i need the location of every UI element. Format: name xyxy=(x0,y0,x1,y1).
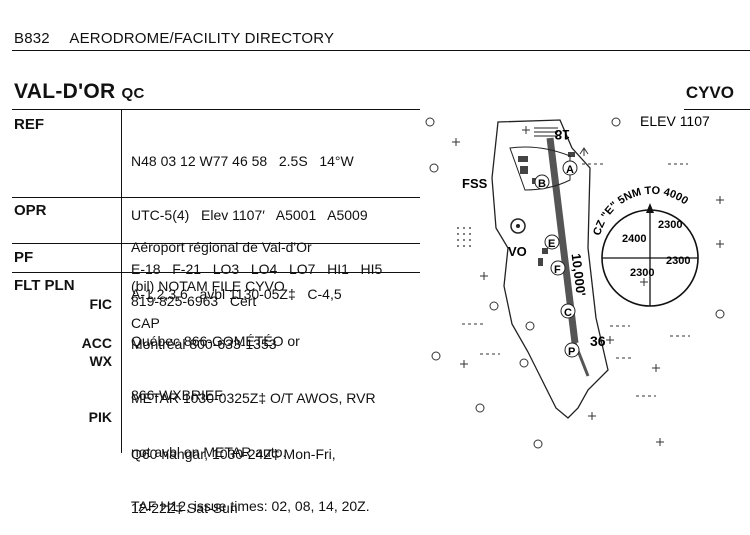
pik-line: 12-22Z‡ Sat-Sun xyxy=(131,500,238,516)
flt-pln-label: FLT PLN xyxy=(14,277,75,294)
ref-line: E-18 F-21 LO3 LO4 LO7 HI1 HI5 xyxy=(131,261,383,277)
column-divider xyxy=(121,109,122,453)
pik-line: Q60 hangar, 1030-24Z‡ Mon-Fri, xyxy=(131,446,336,462)
marker-c: C xyxy=(560,303,576,319)
aerodrome-name: VAL-D'OR xyxy=(14,80,116,103)
svg-text:B: B xyxy=(538,178,546,190)
elevation-label: ELEV 1107 xyxy=(640,113,710,129)
pf-line: A-1,2,3,6 avbl 1130-05Z‡ C-4,5 xyxy=(131,286,342,302)
cz-quadrant-ne: 2300 xyxy=(658,219,682,231)
page-code: B832 xyxy=(14,30,50,47)
page-title: AERODROME/FACILITY DIRECTORY xyxy=(69,30,335,47)
page-header: B832 AERODROME/FACILITY DIRECTORY xyxy=(14,30,334,47)
terrain-symbols xyxy=(425,117,725,449)
runway-end-south: 36 xyxy=(590,333,606,349)
header-divider xyxy=(12,50,750,51)
svg-text:C: C xyxy=(564,307,572,319)
fic-line: 866-WXBRIEF xyxy=(131,387,223,403)
acc-value: Montréal 800-633-1353 xyxy=(131,336,277,352)
ref-line: UTC-5(4) Elev 1107′ A5001 A5009 xyxy=(131,207,368,223)
opr-label: OPR xyxy=(14,202,47,219)
pik-label: PIK xyxy=(88,409,112,425)
fss-label: FSS xyxy=(462,176,488,191)
airport-boundary xyxy=(491,119,609,419)
fic-line: Québec 866-GOMÉTÉO or xyxy=(131,333,300,349)
svg-text:F: F xyxy=(554,264,561,276)
svg-text:E: E xyxy=(548,238,555,250)
wx-label: WX xyxy=(89,353,112,369)
marker-e: E xyxy=(544,234,560,250)
flt-pln-value: (bil) NOTAM FILE CYVO xyxy=(131,278,285,294)
aerodrome-title: VAL-D'OR QC xyxy=(14,80,145,104)
svg-text:A: A xyxy=(566,164,574,176)
vor-center xyxy=(516,224,520,228)
vor-symbol xyxy=(510,218,526,234)
cz-quadrant-nw: 2400 xyxy=(622,233,646,245)
control-zone-rose: 2400 2300 2300 2300 CZ "E" 5NM TO 4000 xyxy=(591,185,699,307)
runway-length: 10,000' xyxy=(569,253,589,297)
pik-value: Q60 hangar, 1030-24Z‡ Mon-Fri, 12-22Z‡ S… xyxy=(131,409,413,535)
dotted-area xyxy=(457,227,471,247)
cz-quadrant-sw: 2300 xyxy=(630,267,654,279)
aerodrome-ident: CYVO xyxy=(685,83,734,102)
svg-text:P: P xyxy=(568,346,575,358)
ref-line: CAP xyxy=(131,315,160,331)
row-divider xyxy=(12,197,420,198)
wx-line: METAR 1030-0325Z‡ O/T AWOS, RVR xyxy=(131,390,376,406)
cz-quadrant-se: 2300 xyxy=(666,255,690,267)
aerodrome-diagram: 18 36 10,000' ELEV 1107 FSS VO A B E F C… xyxy=(425,113,725,449)
vor-label: VO xyxy=(508,244,527,259)
ref-label: REF xyxy=(14,116,44,133)
marker-b: B xyxy=(534,174,550,190)
acc-label: ACC xyxy=(81,335,112,351)
row-divider xyxy=(12,243,420,244)
aerodrome-province: QC xyxy=(121,85,145,102)
opr-line: 819-825-6963 Cert xyxy=(131,293,257,309)
table-top-rule-right xyxy=(684,109,750,110)
marsh-symbols xyxy=(462,163,690,397)
fic-value: Québec 866-GOMÉTÉO or 866-WXBRIEF xyxy=(131,296,413,422)
row-divider xyxy=(12,272,420,273)
fic-label: FIC xyxy=(89,296,112,312)
marker-f: F xyxy=(550,260,566,276)
pf-label: PF xyxy=(14,249,34,266)
ref-value: N48 03 12 W77 46 58 2.5S 14°W UTC-5(4) E… xyxy=(131,116,413,350)
marker-p: P xyxy=(564,342,580,358)
ref-line: N48 03 12 W77 46 58 2.5S 14°W xyxy=(131,153,354,169)
table-top-rule xyxy=(12,109,420,110)
runway-end-north: 18 xyxy=(554,127,570,143)
apron-outline xyxy=(509,146,571,191)
marker-a: A xyxy=(562,160,578,176)
pf-value: A-1,2,3,6 avbl 1130-05Z‡ C-4,5 xyxy=(131,249,413,321)
runway-threshold-north xyxy=(534,127,558,137)
